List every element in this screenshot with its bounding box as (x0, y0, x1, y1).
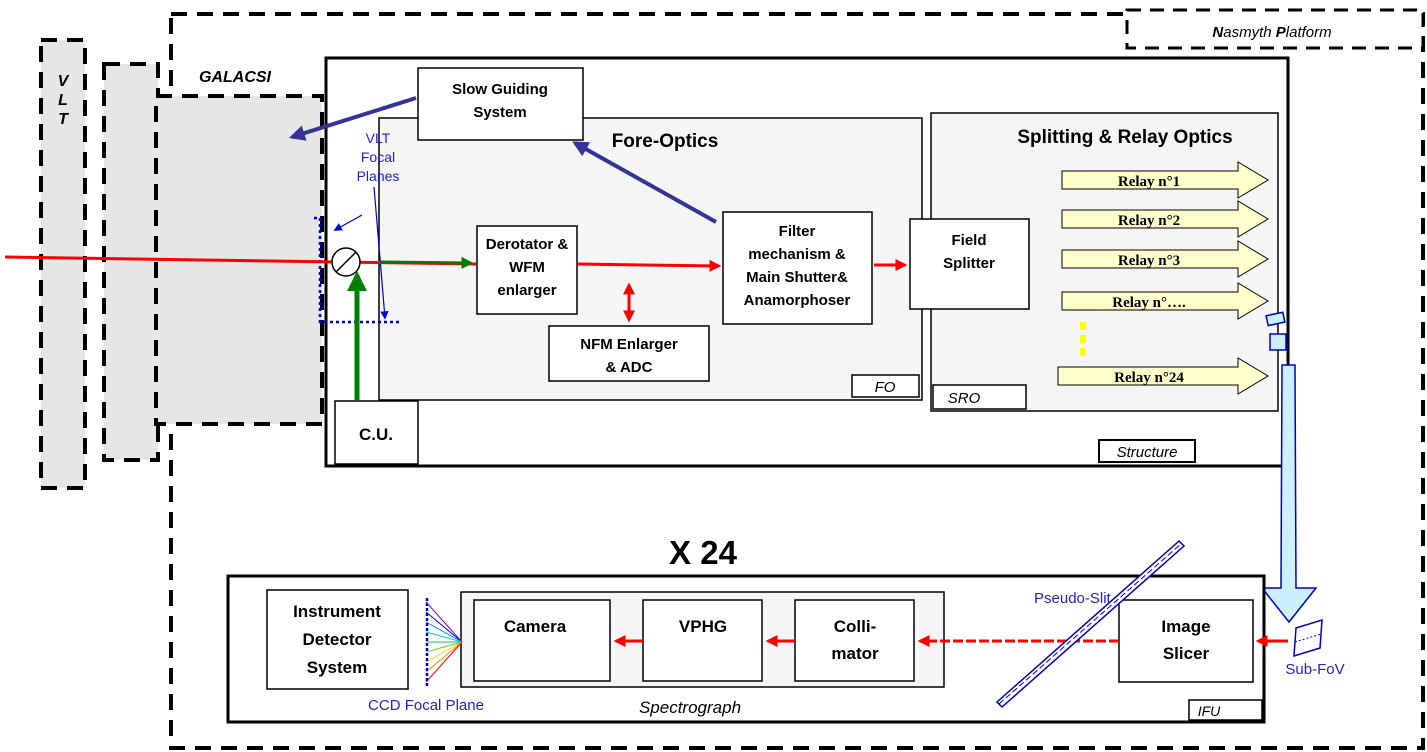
relay-output-lens-1 (1265, 311, 1286, 327)
relay-arrow-1: Relay n°1 (1061, 161, 1269, 199)
sub-fov-square (1293, 618, 1323, 658)
fold-mirror (331, 247, 361, 277)
structure-tag (1098, 439, 1196, 463)
collimator-line2: mator (831, 644, 879, 663)
collimator-box (794, 599, 915, 682)
relay-more-label: Relay n°…. (1112, 295, 1186, 311)
instrument-detector-line1: Instrument (293, 602, 381, 621)
ccd-light-fan (425, 601, 463, 683)
beam-derotator-to-filter (576, 259, 722, 272)
vlt-focal-planes-line2: Focal (361, 149, 395, 165)
nasmyth-platform-tab (1125, 8, 1425, 50)
vlt-letter-v: V (58, 73, 70, 90)
vphg-box (642, 599, 763, 682)
derotator-line3: enlarger (497, 282, 556, 299)
guide-arrow-to-slow-guiding (572, 141, 717, 224)
relay-arrow-24: Relay n°24 (1057, 357, 1269, 395)
field-splitter-box (909, 218, 1030, 310)
vlt-focal-planes-line1: VLT (366, 130, 391, 146)
derotator-box (476, 225, 578, 315)
focal-plane-pointer-2 (373, 186, 389, 320)
nfm-line2: & ADC (606, 359, 653, 376)
derotator-line2: WFM (509, 259, 545, 276)
calibration-to-derotator (379, 256, 474, 269)
relay-arrow-3: Relay n°3 (1061, 240, 1269, 278)
filter-line1: Filter (779, 223, 816, 240)
sro-tag (932, 384, 1027, 410)
instrument-detector-box (266, 589, 409, 690)
fore-optics-title: Fore-Optics (612, 131, 719, 152)
filter-line4: Anamorphoser (744, 292, 851, 309)
relay-3-label: Relay n°3 (1118, 253, 1180, 269)
filter-line3: Main Shutter& (746, 269, 848, 286)
focal-plane-pointer-1 (333, 214, 363, 231)
camera-label: Camera (504, 617, 567, 636)
galacsi-label: GALACSI (199, 69, 272, 86)
slow-guiding-box (417, 67, 584, 141)
structure-tag-label: Structure (1117, 444, 1178, 461)
x24-label: X 24 (669, 534, 738, 571)
vlt-letter-t: T (58, 111, 69, 128)
nasmyth-platform-label: Nasmyth Platform (1212, 24, 1331, 41)
instrument-detector-line2: Detector (303, 630, 372, 649)
filter-line2: mechanism & (748, 246, 846, 263)
cu-label: C.U. (359, 425, 393, 444)
sub-fov-label: Sub-FoV (1285, 661, 1344, 678)
field-splitter-line2: Splitter (943, 255, 995, 272)
vlt-letter-l: L (58, 92, 68, 109)
sro-title: Splitting & Relay Optics (1017, 127, 1232, 148)
relay-output-lens-2 (1269, 333, 1287, 351)
sro-tag-label: SRO (948, 390, 981, 407)
relay-2-label: Relay n°2 (1118, 213, 1180, 229)
relay-24-label: Relay n°24 (1114, 370, 1184, 386)
pseudo-slit-label: Pseudo-Slit (1034, 590, 1112, 607)
ifu-tag-label: IFU (1198, 703, 1221, 719)
image-slicer-line2: Slicer (1163, 644, 1210, 663)
collimator-line1: Colli- (834, 617, 877, 636)
filter-mechanism-box (722, 211, 873, 325)
vlt-focal-planes-line3: Planes (357, 168, 400, 184)
vlt-column (39, 38, 87, 490)
spectrograph-label: Spectrograph (639, 698, 741, 717)
fo-tag (851, 374, 920, 398)
vphg-label: VPHG (679, 617, 727, 636)
relay-to-ifu-transfer-arrow (1260, 364, 1318, 624)
field-splitter-line1: Field (951, 232, 986, 249)
instrument-detector-line3: System (307, 658, 367, 677)
focal-plane-dotted-bracket (318, 218, 400, 324)
nfm-line1: NFM Enlarger (580, 336, 678, 353)
calibration-unit-box (334, 400, 419, 465)
ccd-focal-plane-label: CCD Focal Plane (368, 697, 484, 714)
relay-1-label: Relay n°1 (1118, 174, 1180, 190)
camera-box (473, 599, 611, 682)
relay-arrow-2: Relay n°2 (1061, 200, 1269, 238)
nfm-enlarger-box (548, 325, 710, 382)
nasmyth-platform-outline (169, 12, 1425, 750)
pseudo-slit (995, 539, 1186, 709)
telescope-column (102, 62, 160, 462)
image-slicer-line1: Image (1161, 617, 1210, 636)
ifu-tag (1188, 699, 1263, 721)
fo-tag-label: FO (875, 379, 896, 396)
derotator-line1: Derotator & (486, 236, 569, 253)
image-slicer-box (1118, 599, 1254, 683)
guide-arrow-to-galacsi (288, 96, 417, 141)
relay-arrow-more: Relay n°…. (1061, 282, 1269, 320)
slow-guiding-line2: System (473, 104, 526, 121)
slow-guiding-line1: Slow Guiding (452, 81, 548, 98)
